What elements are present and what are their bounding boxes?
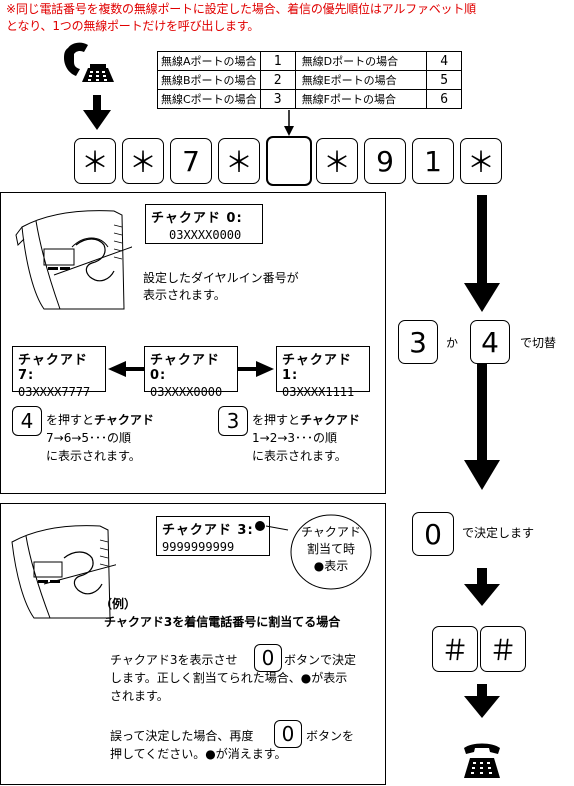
callout-bubble: [290, 514, 372, 590]
handset-offhook-icon: [64, 42, 114, 82]
priority-note: ※同じ電話番号を複数の無線ポートに設定した場合、着信の優先順位はアルファベット順…: [6, 1, 572, 35]
phone-onhook-icon: [464, 743, 500, 778]
key-0: 0: [254, 644, 282, 672]
asterisk-key: ＊: [316, 138, 358, 184]
key-4: 4: [12, 406, 42, 436]
port-digit-key: [266, 136, 312, 186]
lcd-value: 03XXXX7777: [18, 385, 91, 399]
lcd-display: チャクアド 0: 03XXXX0000: [145, 204, 263, 244]
step2-text-cont: ボタンを: [306, 729, 355, 743]
lcd-title: チャクアド 0:: [151, 211, 243, 226]
phone-device-icon: [11, 525, 116, 619]
description-line: 表示されます。: [143, 288, 226, 302]
priority-note-line1: ※同じ電話番号を複数の無線ポートに設定した場合、着信の優先順位はアルファベット順: [6, 2, 476, 16]
key-4: 4: [470, 320, 510, 364]
assigned-dot-icon: [255, 521, 289, 531]
instruction-text: を押すと: [46, 413, 95, 427]
step2-text: 誤って決定した場合、再度: [110, 729, 254, 743]
left-instruction-line3: に表示されます。: [46, 449, 141, 463]
key-0: 0: [412, 512, 454, 556]
instruction-bold: チャクアド: [300, 413, 360, 427]
digit-key: 7: [170, 138, 212, 184]
decide-label: で決定します: [462, 526, 535, 540]
asterisk-key: ＊: [74, 138, 116, 184]
hash-key: ＃: [480, 626, 526, 672]
callout-line: チャクアド: [301, 525, 361, 539]
example-title: （例）: [100, 597, 137, 611]
port-label: 無線Cポートの場合: [157, 89, 261, 109]
callout-line: ●表示: [313, 559, 349, 573]
switch-label: で切替: [520, 336, 557, 350]
cycle-arrows: [108, 361, 274, 377]
lcd-display-mid: チャクアド 0: 03XXXX0000: [144, 346, 238, 399]
instruction-bold: チャクアド: [94, 413, 154, 427]
left-instruction: を押すとチャクアド: [46, 412, 154, 429]
step2-line2: 押してください。●が消えます。: [110, 747, 287, 761]
lcd-value: 03XXXX0000: [169, 228, 242, 242]
step1-text-cont: ボタンで決定: [284, 653, 357, 667]
left-instruction-line2: 7→6→5･･･の順: [46, 431, 132, 445]
right-instruction-line2: 1→2→3･･･の順: [252, 431, 338, 445]
callout-line: 割当て時: [306, 542, 355, 556]
lcd-title: チャクアド 1:: [282, 353, 352, 383]
lcd-display-right: チャクアド 1: 03XXXX1111: [276, 346, 370, 399]
example-heading: チャクアド3を着信電話番号に割当てる場合: [104, 615, 341, 629]
lcd-value: 03XXXX1111: [282, 385, 355, 399]
digit-key: 1: [412, 138, 454, 184]
step1-text: チャクアド3を表示させ: [110, 653, 238, 667]
key-3: 3: [218, 406, 248, 436]
lcd-value: 9999999999: [162, 540, 235, 554]
lcd-value: 03XXXX0000: [150, 385, 223, 399]
hash-key: ＃: [432, 626, 478, 672]
lcd-title: チャクアド 3:: [162, 523, 254, 538]
right-instruction: を押すとチャクアド: [252, 412, 360, 429]
instruction-text: を押すと: [252, 413, 301, 427]
priority-note-line2: となり、1つの無線ポートだけを呼び出します。: [6, 19, 260, 33]
asterisk-key: ＊: [460, 138, 502, 184]
step1-line2: します。正しく割当てられた場合、●が表示: [110, 671, 348, 685]
port-number-table: 無線Aポートの場合 1 無線Dポートの場合 4 無線Bポートの場合 2 無線Eポ…: [157, 51, 463, 109]
digit-key: 9: [364, 138, 406, 184]
key-0: 0: [274, 720, 302, 748]
port-number: 6: [426, 89, 463, 109]
asterisk-key: ＊: [218, 138, 260, 184]
port-label: 無線Eポートの場合: [294, 70, 428, 90]
lcd-title: チャクアド 7:: [18, 353, 88, 383]
lcd-display: チャクアド 3: 9999999999: [156, 516, 270, 556]
lcd-title: チャクアド 0:: [150, 353, 220, 383]
asterisk-key: ＊: [122, 138, 164, 184]
key-3: 3: [398, 320, 438, 364]
table-row: 無線Cポートの場合 3 無線Fポートの場合 6: [157, 89, 463, 109]
right-instruction-line3: に表示されます。: [252, 449, 347, 463]
callout-text: チャクアド 割当て時 ●表示: [300, 524, 362, 575]
or-label: か: [446, 336, 459, 350]
description-line: 設定したダイヤルイン番号が: [143, 271, 299, 285]
phone-device-icon: [15, 210, 132, 310]
lcd-display-left: チャクアド 7: 03XXXX7777: [12, 346, 106, 399]
step1-line3: されます。: [110, 689, 169, 703]
display-description: 設定したダイヤルイン番号が 表示されます。: [143, 270, 299, 304]
port-label: 無線Fポートの場合: [294, 89, 428, 109]
